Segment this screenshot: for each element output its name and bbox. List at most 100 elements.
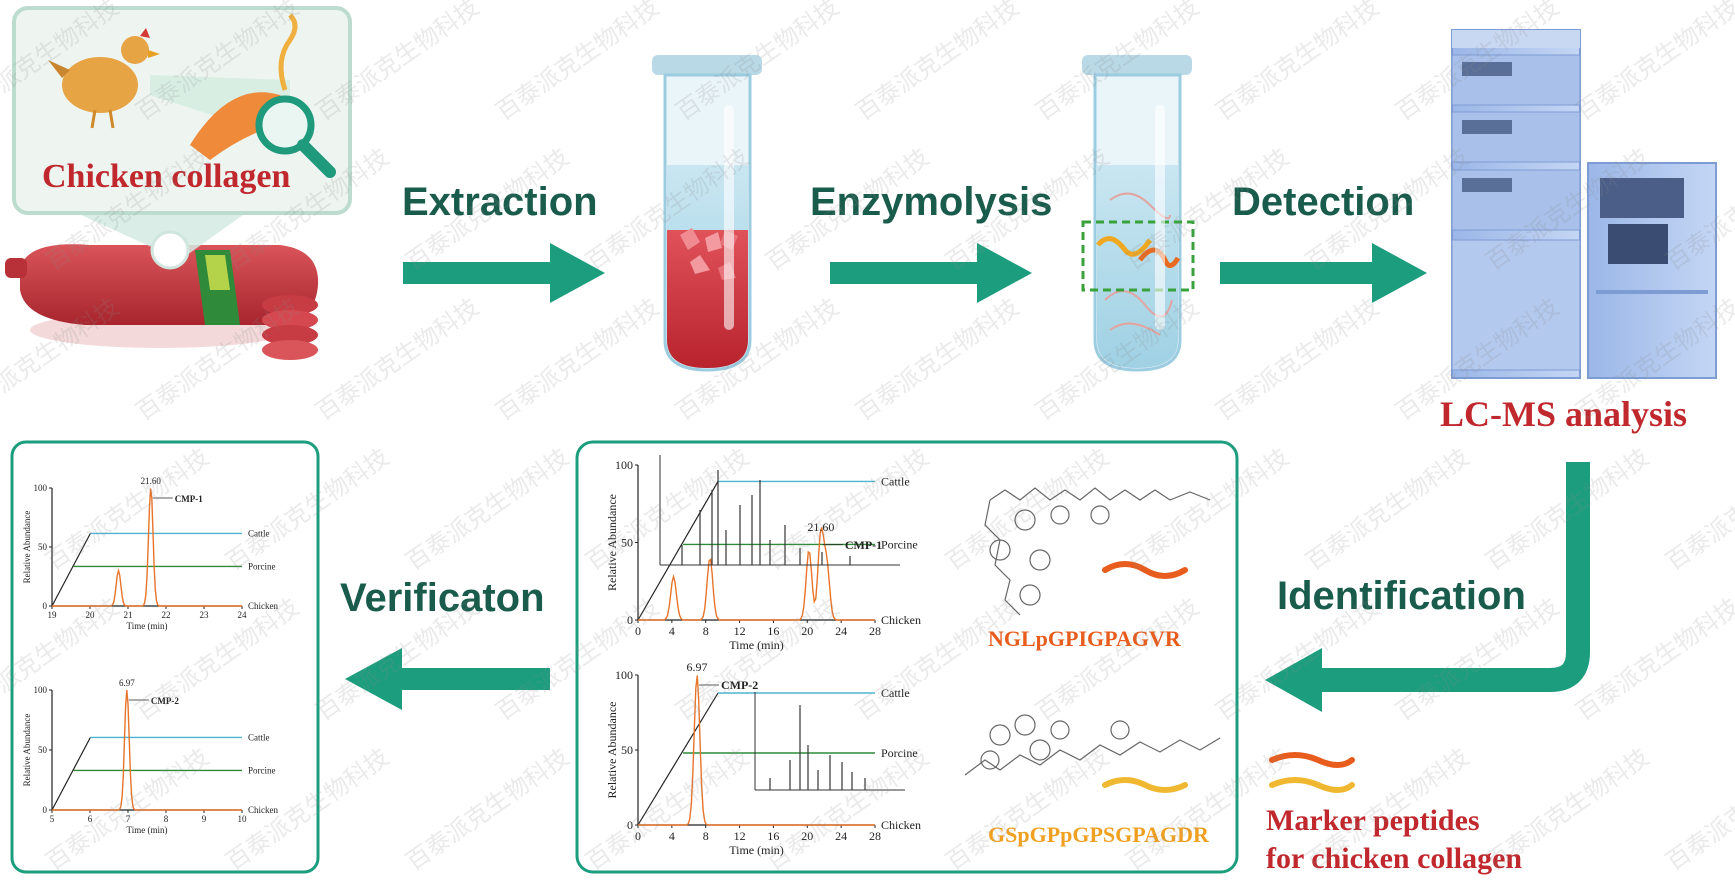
legend-porcine: Porcine xyxy=(248,765,276,775)
y-tick-label: 50 xyxy=(38,542,48,552)
arrow-identification xyxy=(1265,462,1590,712)
x-tick-label: 12 xyxy=(734,624,746,638)
y-tick-label: 100 xyxy=(615,458,633,472)
x-tick-label: 12 xyxy=(734,829,746,843)
lcms-label: LC-MS analysis xyxy=(1440,394,1688,434)
peptide2-strand-icon xyxy=(1102,777,1188,793)
y-tick-label: 50 xyxy=(621,536,633,550)
y-tick-label: 0 xyxy=(43,805,48,815)
legend-chicken: Chicken xyxy=(881,818,921,832)
legend-chicken: Chicken xyxy=(248,805,278,815)
legend-cattle: Cattle xyxy=(248,732,270,742)
x-tick-label: 24 xyxy=(238,610,248,620)
flow-arrows xyxy=(345,243,1590,712)
peptide1-structure-icon xyxy=(984,487,1211,616)
x-tick-label: 10 xyxy=(238,814,248,824)
enzymolysis-label: Enzymolysis xyxy=(810,180,1053,224)
detection-label: Detection xyxy=(1232,180,1415,224)
y-axis-label: Relative Abundance xyxy=(22,714,32,787)
x-tick-label: 8 xyxy=(703,624,709,638)
legend-chicken: Chicken xyxy=(248,601,278,611)
y-tick-label: 0 xyxy=(627,818,633,832)
y-tick-label: 0 xyxy=(43,601,48,611)
peptide-highlight-box xyxy=(1081,220,1195,292)
legend-porcine: Porcine xyxy=(881,537,918,551)
peak-value-label: 6.97 xyxy=(686,660,707,674)
x-tick-label: 4 xyxy=(669,624,675,638)
peak-value-label: 6.97 xyxy=(119,678,135,688)
marker-peptides-sublabel: for chicken collagen xyxy=(1266,842,1523,875)
x-tick-label: 8 xyxy=(164,814,169,824)
legend-chicken: Chicken xyxy=(881,613,921,627)
x-tick-label: 24 xyxy=(835,829,847,843)
x-tick-label: 5 xyxy=(50,814,55,824)
peptide2-label: GSpGPpGPSGPAGDR xyxy=(988,822,1209,847)
peptide1-label: NGLpGPIGPAGVR xyxy=(988,626,1181,651)
x-tick-label: 28 xyxy=(869,624,881,638)
x-axis-label: Time (min) xyxy=(127,621,168,631)
series-chicken xyxy=(52,689,242,811)
peak-value-label: 21.60 xyxy=(807,520,834,534)
y-tick-label: 50 xyxy=(38,745,48,755)
lcms-instrument-icon xyxy=(1451,29,1717,379)
x-tick-label: 16 xyxy=(767,829,779,843)
peak-annotation: CMP-1 xyxy=(845,538,882,552)
peak-annotation: CMP-1 xyxy=(175,494,203,504)
x-tick-label: 0 xyxy=(635,624,641,638)
verification-panel xyxy=(10,440,320,874)
peptide1-strand-icon xyxy=(1102,561,1188,579)
arrow-detection xyxy=(1220,243,1427,303)
marker-strand-yellow-icon xyxy=(1269,777,1355,793)
arrow-enzymolysis xyxy=(830,243,1032,303)
sausage-slices-icon xyxy=(262,340,318,360)
series-chicken xyxy=(638,675,875,826)
x-tick-label: 20 xyxy=(801,624,813,638)
x-tick-label: 21 xyxy=(124,610,133,620)
extraction-label: Extraction xyxy=(402,180,598,224)
sausage-icon xyxy=(20,244,319,325)
peak-annotation: CMP-2 xyxy=(721,678,758,692)
legend-cattle: Cattle xyxy=(248,528,270,538)
enzymolysis-tube-icon xyxy=(1081,55,1195,372)
arrow-verification xyxy=(345,648,550,710)
x-axis-label: Time (min) xyxy=(729,843,784,857)
x-tick-label: 7 xyxy=(126,814,131,824)
y-tick-label: 0 xyxy=(627,613,633,627)
x-tick-label: 20 xyxy=(86,610,96,620)
extraction-tube-icon xyxy=(652,55,762,372)
x-tick-label: 24 xyxy=(835,624,847,638)
x-tick-label: 22 xyxy=(162,610,171,620)
series-chicken xyxy=(52,488,242,607)
legend-porcine: Porcine xyxy=(881,746,918,760)
offset-guide xyxy=(637,692,719,826)
y-axis-label: Relative Abundance xyxy=(605,494,619,591)
identification-label: Identification xyxy=(1277,574,1526,618)
offset-guide xyxy=(637,481,719,621)
x-tick-label: 23 xyxy=(200,610,210,620)
y-tick-label: 100 xyxy=(615,668,633,682)
x-tick-label: 19 xyxy=(48,610,58,620)
chicken-collagen-label: Chicken collagen xyxy=(42,158,291,195)
y-tick-label: 100 xyxy=(34,483,48,493)
arrow-extraction xyxy=(403,243,605,303)
peptide2-structure-icon xyxy=(964,714,1221,776)
x-axis-label: Time (min) xyxy=(729,638,784,652)
x-axis-label: Time (min) xyxy=(127,825,168,835)
x-tick-label: 0 xyxy=(635,829,641,843)
y-tick-label: 100 xyxy=(34,685,48,695)
x-tick-label: 4 xyxy=(669,829,675,843)
marker-strand-orange-icon xyxy=(1269,752,1355,768)
marker-peptides-label: Marker peptides xyxy=(1266,804,1480,837)
peak-value-label: 21.60 xyxy=(141,476,162,486)
y-axis-label: Relative Abundance xyxy=(22,511,32,584)
identification-panel xyxy=(575,440,1239,874)
legend-cattle: Cattle xyxy=(881,474,910,488)
offset-guide xyxy=(51,533,91,607)
peak-annotation: CMP-2 xyxy=(151,696,179,706)
legend-porcine: Porcine xyxy=(248,561,276,571)
offset-guide xyxy=(51,737,91,811)
